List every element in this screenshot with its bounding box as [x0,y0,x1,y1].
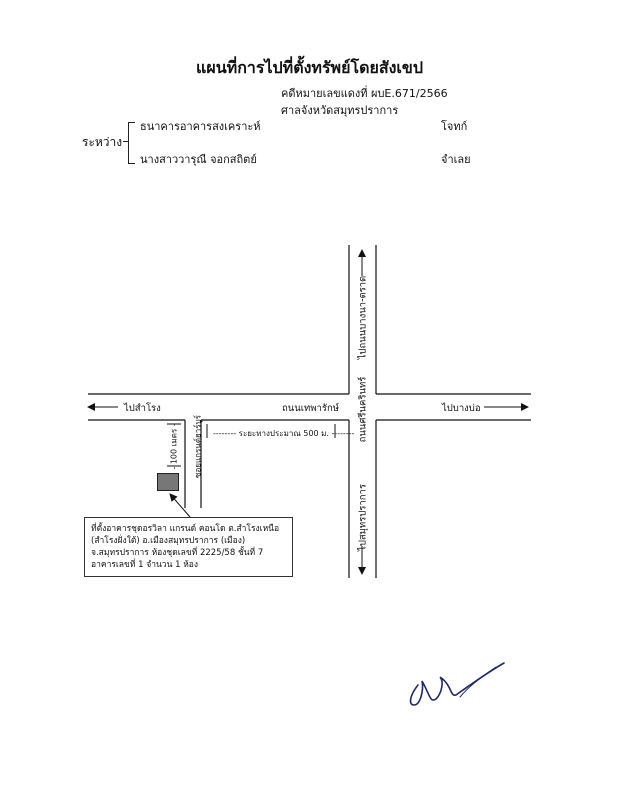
label-distance-100: - 100 เมตร - [169,423,179,470]
case-number: คดีหมายเลขแดงที่ ผบE.671/2566 [281,87,448,100]
label-to-north: ไปถนนบางนา-ตราด [357,275,369,360]
label-soi: ซอยแกรนด์ฮาร์บูร์ [193,415,203,478]
label-cross-road: ถนนศรีนครินทร์ [357,376,369,443]
court-name: ศาลจังหวัดสมุทรปราการ [281,104,399,117]
distance-500-text: ระยะทางประมาณ 500 ม. [238,429,329,438]
plaintiff-name: ธนาคารอาคารสงเคราะห์ [140,120,261,133]
label-main-road: ถนนเทพารักษ์ [282,403,339,414]
property-line-2: (สำโรงฝั่งใต้) อ.เมืองสมุทรปราการ (เมือง… [91,536,246,546]
label-to-south: ไปสมุทรปราการ [357,484,369,551]
distance-100-text: 100 เมตร [169,428,179,465]
plaintiff-role: โจทก์ [441,120,468,133]
defendant-role: จำเลย [441,153,471,166]
between-label: ระหว่าง [82,135,123,149]
property-pointer-line [169,493,191,518]
defendant-name: นางสาววารุณี จอกสถิตย์ [140,153,257,166]
property-building-marker [157,473,179,491]
property-info-box: ที่ตั้งอาคารชุดอรวิลา แกรนด์ คอนโด ต.สำโ… [84,517,293,577]
property-line-1: ที่ตั้งอาคารชุดอรวิลา แกรนด์ คอนโด ต.สำโ… [91,524,280,534]
page-title: แผนที่การไปที่ตั้งทรัพย์โดยสังเขป [196,58,423,77]
label-to-west: ไปสำโรง [124,403,161,414]
party-brace [128,122,135,164]
label-distance-500: -------- ระยะทางประมาณ 500 ม. -------- [213,429,355,438]
signature-mark [409,662,505,706]
label-to-east: ไปบางบ่อ [442,403,481,414]
property-line-3: จ.สมุทรปราการ ห้องชุดเลขที่ 2225/58 ชั้น… [91,548,264,558]
party-brace-tick [123,141,128,142]
property-line-4: อาคารเลขที่ 1 จำนวน 1 ห้อง [91,560,199,570]
